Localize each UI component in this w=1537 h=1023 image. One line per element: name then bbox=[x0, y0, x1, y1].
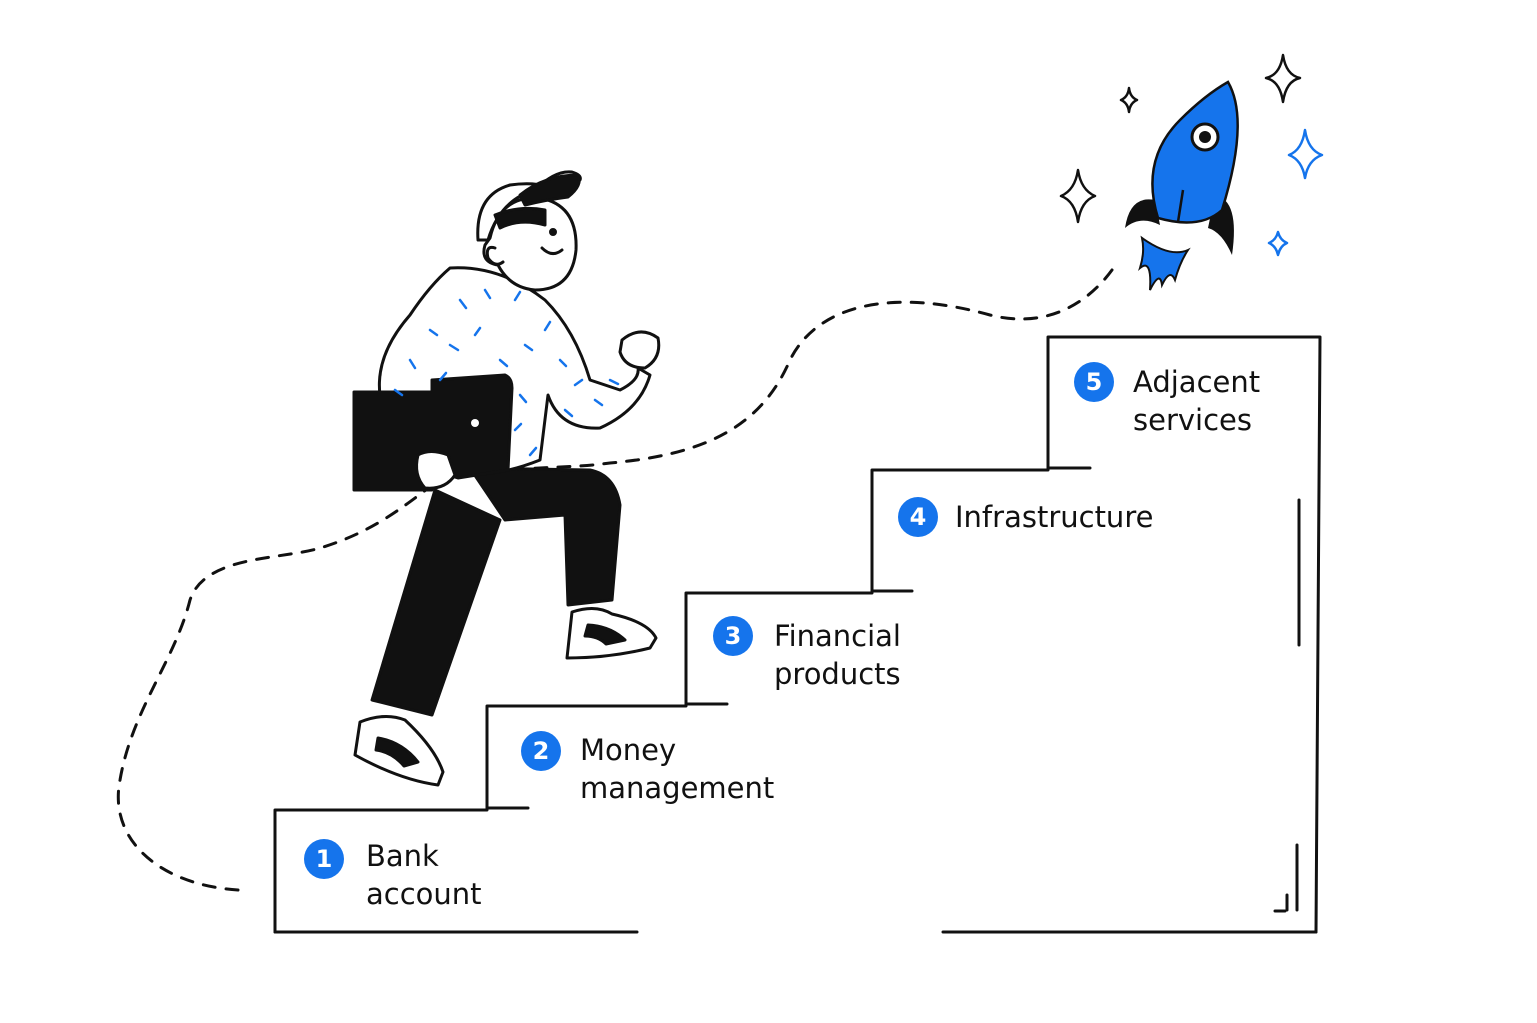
sparkle-icon bbox=[1267, 128, 1324, 257]
step-5-label-line-1: Adjacent bbox=[1133, 365, 1261, 399]
step-3-label-line-1: Financial bbox=[774, 619, 901, 653]
step-2-number-badge: 2 bbox=[521, 731, 561, 771]
sparkle-icon bbox=[1059, 53, 1302, 224]
step-3-label: Financial products bbox=[774, 617, 901, 693]
step-3-number-badge: 3 bbox=[713, 616, 753, 656]
step-1-label: Bank account bbox=[366, 837, 482, 913]
rocket-icon bbox=[1125, 80, 1239, 291]
step-1-number-badge: 1 bbox=[304, 839, 344, 879]
step-5-label-line-2: services bbox=[1133, 403, 1252, 437]
step-4-label-line-1: Infrastructure bbox=[955, 500, 1154, 534]
step-2-label: Money management bbox=[580, 731, 774, 807]
step-1-label-line-2: account bbox=[366, 877, 482, 911]
step-1-label-line-1: Bank bbox=[366, 839, 439, 873]
step-2-label-line-1: Money bbox=[580, 733, 677, 767]
step-4-label: Infrastructure bbox=[955, 498, 1153, 536]
step-5-number-badge: 5 bbox=[1074, 362, 1114, 402]
hoodie-pattern bbox=[393, 288, 620, 457]
step-4-number-badge: 4 bbox=[898, 497, 938, 537]
step-5-label: Adjacent services bbox=[1133, 363, 1260, 439]
step-2-label-line-2: management bbox=[580, 771, 775, 805]
staircase-outline bbox=[273, 335, 1322, 934]
step-3-label-line-2: products bbox=[774, 657, 901, 691]
person-with-laptop-illustration bbox=[352, 170, 661, 787]
